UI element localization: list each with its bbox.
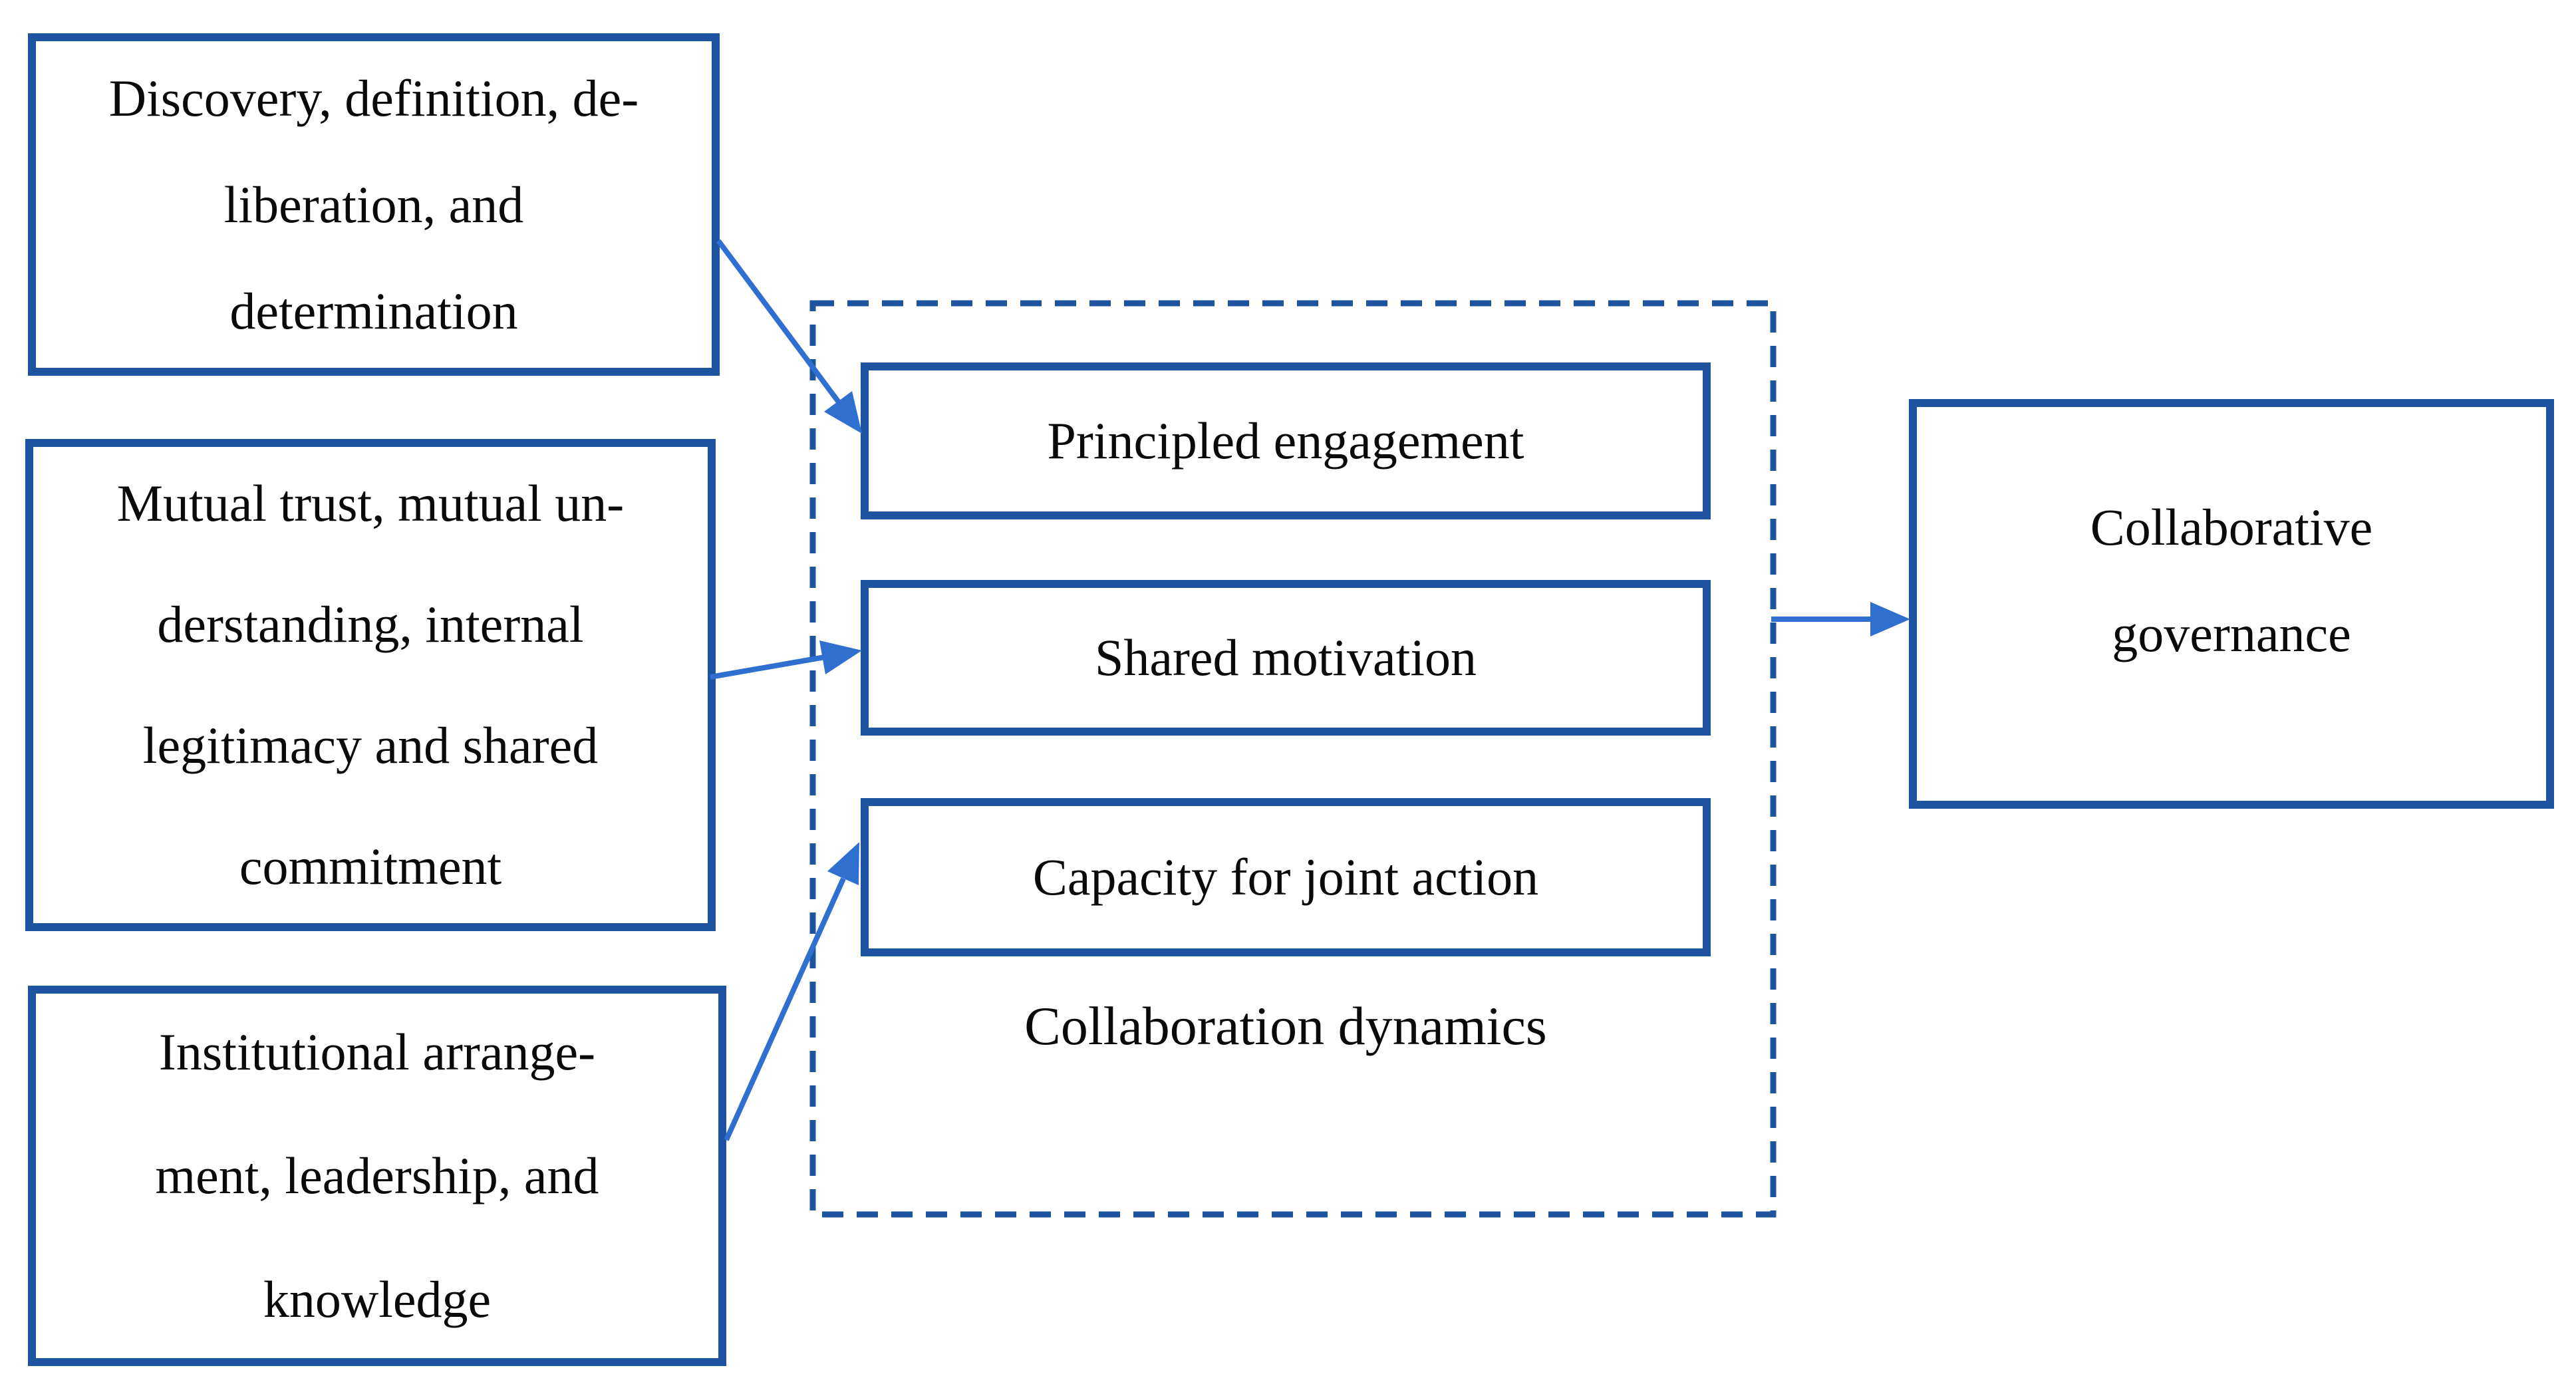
arrow-institutional-to-capacity-head (827, 842, 859, 885)
box-collaborative-governance: Collaborative governance (1909, 399, 2554, 809)
box-discovery-definition: Discovery, definition, de- liberation, a… (28, 33, 720, 376)
arrow-dynamics-to-collaborative-governance-head (1870, 602, 1910, 636)
box-text-line: derstanding, internal (157, 595, 584, 653)
box-text-line: ment, leadership, and (155, 1147, 599, 1204)
box-text-line: liberation, and (223, 175, 524, 233)
arrow-mutual-trust-to-shared-motivation-shaft (710, 654, 825, 680)
box-text-line: legitimacy and shared (142, 716, 599, 774)
box-text-line: Capacity for joint action (1032, 848, 1539, 906)
box-text-line: determination (229, 281, 518, 340)
arrow-discovery-to-principled-engagement-shaft (716, 239, 842, 405)
box-text-line: Discovery, definition, de- (108, 69, 639, 127)
arrow-discovery-to-principled-engagement-head (824, 391, 862, 434)
box-text-line: Principled engagement (1047, 412, 1524, 470)
arrow-institutional-to-capacity-shaft (724, 877, 846, 1141)
box-principled-engagement: Principled engagement (861, 362, 1711, 519)
box-institutional-arrangement: Institutional arrange- ment, leadership,… (28, 986, 726, 1366)
box-text-line: Mutual trust, mutual un- (116, 474, 625, 532)
box-text-line: knowledge (263, 1270, 492, 1328)
box-capacity-joint-action: Capacity for joint action (861, 798, 1711, 956)
box-text-line: Collaborative (2090, 498, 2373, 556)
box-mutual-trust: Mutual trust, mutual un- derstanding, in… (25, 439, 716, 931)
box-text-line: Institutional arrange- (158, 1023, 596, 1081)
box-shared-motivation: Shared motivation (861, 580, 1711, 736)
box-text-line: governance (2112, 605, 2351, 662)
arrow-mutual-trust-to-shared-motivation-head (819, 640, 862, 674)
box-text-line: commitment (239, 837, 502, 895)
collaboration-dynamics-group-label: Collaboration dynamics (1024, 996, 1547, 1056)
box-text-line: Shared motivation (1094, 629, 1477, 686)
